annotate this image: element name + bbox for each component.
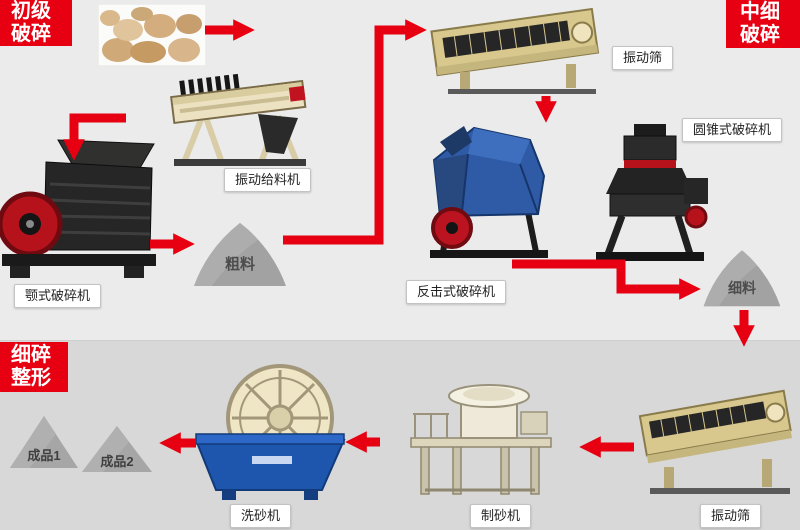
vibrating-screen-top-graphic [430, 7, 600, 94]
product-2-pile: 成品2 [80, 424, 154, 474]
sand-making-machine-graphic [410, 384, 552, 495]
badge-fine-line2: 整形 [11, 367, 51, 389]
sand-washer-image [192, 362, 347, 504]
arrow-crushers-to-fine [512, 259, 701, 300]
vibrating-feeder-image [158, 60, 320, 172]
impact-crusher-image [412, 112, 564, 267]
product-1-graphic [10, 416, 78, 468]
vibrating-feeder-graphic [170, 73, 307, 166]
product-1-pile: 成品1 [8, 414, 80, 470]
badge-fine-shaping: 细碎 整形 [0, 342, 68, 392]
label-vibrating-screen-top: 振动筛 [612, 46, 674, 70]
coarse-material-label: 粗料 [224, 256, 255, 273]
raw-stones-photo [98, 4, 206, 66]
vibrating-screen-bottom-graphic [638, 389, 793, 494]
product-1-label: 成品1 [27, 448, 61, 463]
badge-primary-crushing: 初级 破碎 [0, 0, 72, 46]
cone-crusher-image [584, 122, 716, 267]
coarse-pile-graphic [194, 223, 286, 286]
coarse-material-pile: 粗料 [192, 218, 288, 288]
label-sand-washer: 洗砂机 [230, 504, 292, 528]
fine-material-label: 细料 [728, 280, 756, 296]
jaw-crusher-graphic [0, 139, 156, 278]
label-impact-crusher: 反击式破碎机 [406, 280, 507, 304]
label-vibrating-screen-bottom: 振动筛 [700, 504, 762, 528]
fine-material-pile: 细料 [702, 246, 782, 308]
badge-medium-fine-crushing: 中细 破碎 [726, 0, 800, 48]
product-2-graphic [82, 426, 152, 472]
label-jaw-crusher: 颚式破碎机 [14, 284, 102, 308]
cone-crusher-graphic [596, 124, 708, 261]
badge-medium-line1: 中细 [740, 1, 780, 23]
jaw-crusher-image [0, 138, 158, 286]
badge-medium-line2: 破碎 [740, 24, 780, 46]
sand-making-machine-image [383, 372, 561, 504]
label-sand-making-machine: 制砂机 [470, 504, 532, 528]
sand-washer-graphic [194, 364, 346, 500]
badge-fine-line1: 细碎 [11, 344, 51, 366]
label-vibrating-feeder: 振动给料机 [224, 168, 312, 192]
impact-crusher-graphic [430, 126, 548, 258]
fine-pile-graphic [703, 250, 781, 307]
label-cone-crusher: 圆锥式破碎机 [682, 118, 783, 142]
badge-primary-line2: 破碎 [11, 23, 51, 45]
raw-stones-graphic [98, 4, 206, 66]
vibrating-screen-bottom-image [638, 383, 796, 501]
badge-primary-line1: 初级 [11, 0, 51, 22]
product-2-label: 成品2 [100, 454, 134, 469]
vibrating-screen-top-image [426, 4, 604, 96]
